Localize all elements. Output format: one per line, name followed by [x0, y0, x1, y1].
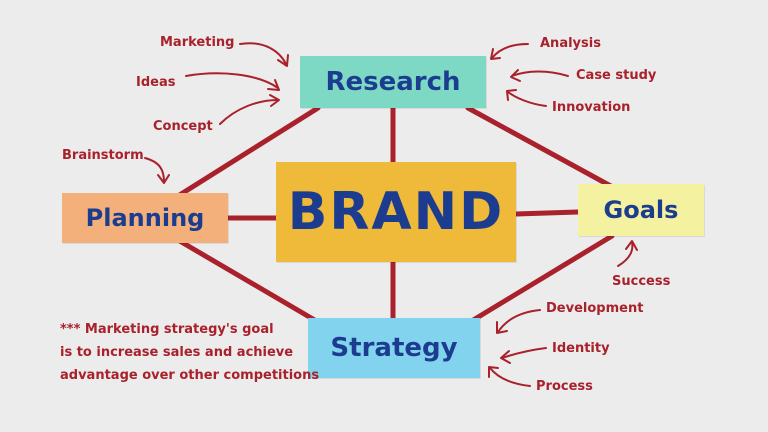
- arrow-ideas: [185, 72, 279, 89]
- goals-label: Goals: [603, 196, 679, 224]
- arrow-process: [489, 367, 531, 387]
- line-brand-goals: [513, 209, 581, 217]
- annotation-innovation: Innovation: [552, 100, 631, 115]
- annotation-concept: Concept: [153, 119, 213, 134]
- arrow-identity: [501, 347, 547, 359]
- annotation-marketing: Marketing: [160, 35, 235, 50]
- brand-label: BRAND: [287, 182, 505, 242]
- annotation-analysis: Analysis: [540, 36, 601, 51]
- line-planning-strategy: [175, 237, 321, 325]
- strategy-node: Strategy: [308, 318, 480, 378]
- arrow-analysis: [491, 43, 529, 59]
- line-research-planning: [175, 105, 321, 199]
- planning-label: Planning: [85, 204, 205, 232]
- arrow-concept: [219, 99, 279, 125]
- annotation-process: Process: [536, 379, 593, 394]
- planning-node: Planning: [62, 193, 228, 243]
- goals-node: Goals: [578, 184, 704, 236]
- research-node: Research: [300, 56, 486, 108]
- arrow-brainstorm: [144, 157, 165, 183]
- arrow-innovation: [507, 91, 547, 107]
- footnote-line-1: *** Marketing strategy's goal: [60, 322, 274, 337]
- annotation-case-study: Case study: [576, 68, 657, 83]
- line-goals-strategy: [467, 233, 615, 325]
- arrow-development: [497, 309, 541, 333]
- brand-node: BRAND: [276, 162, 516, 262]
- footnote-line-3: advantage over other competitions: [60, 368, 320, 383]
- strategy-label: Strategy: [330, 333, 458, 363]
- arrow-case-study: [511, 70, 569, 77]
- annotation-identity: Identity: [552, 341, 610, 356]
- footnote-line-2: is to increase sales and achieve: [60, 345, 294, 360]
- annotation-success: Success: [612, 274, 671, 289]
- footnote: *** Marketing strategy's goal is to incr…: [60, 318, 319, 387]
- arrow-marketing: [239, 42, 287, 65]
- research-label: Research: [325, 67, 461, 97]
- arrow-success: [617, 241, 634, 267]
- line-research-goals: [465, 105, 621, 193]
- annotation-development: Development: [546, 301, 644, 316]
- annotation-ideas: Ideas: [136, 75, 176, 90]
- annotation-brainstorm: Brainstorm: [62, 148, 144, 163]
